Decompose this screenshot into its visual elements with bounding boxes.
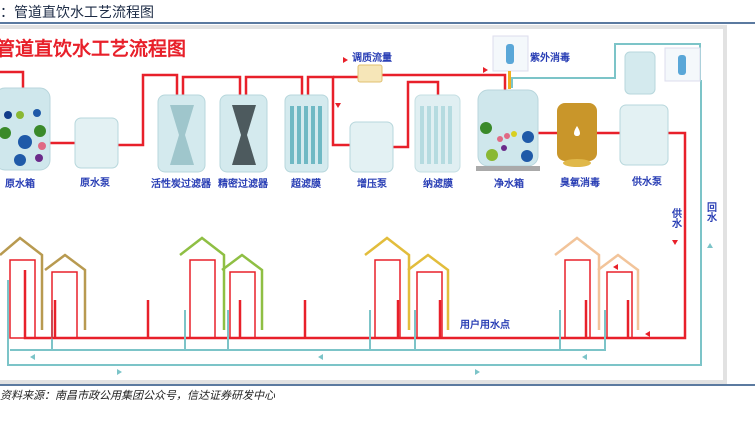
bottom-divider	[0, 384, 755, 386]
flow-meter-icon	[357, 64, 383, 83]
component-labels: 原水箱 原水泵 活性炭过滤器 精密过滤器 超滤膜 增压泵 纳滤膜 净水箱 臭氧消…	[5, 51, 718, 331]
label-raw-water-tank: 原水箱	[5, 177, 35, 190]
flow-arrows	[335, 57, 678, 337]
label-precision-filter: 精密过滤器	[218, 177, 269, 190]
uv-lamp-icon	[492, 35, 701, 89]
label-supply-pump: 供水泵	[631, 175, 663, 188]
diagram-title: 管道直饮水工艺流程图	[0, 37, 186, 60]
label-return: 回水	[705, 202, 718, 223]
label-ozone: 臭氧消毒	[560, 176, 600, 189]
filters	[157, 51, 656, 173]
top-divider	[0, 22, 755, 24]
label-nanofiltration: 纳滤膜	[423, 177, 453, 190]
return-arrows	[30, 243, 713, 375]
raw-water-tank	[0, 87, 51, 171]
label-ultrafiltration: 超滤膜	[290, 177, 321, 190]
label-uv: 紫外消毒	[530, 51, 570, 64]
buildings	[0, 236, 640, 330]
label-clean-water-tank: 净水箱	[494, 177, 524, 190]
building-interiors	[9, 259, 633, 339]
label-carbon-filter: 活性炭过滤器	[151, 177, 212, 190]
label-booster-pump: 增压泵	[357, 177, 388, 190]
supply-pipes	[0, 70, 687, 340]
label-users: 用户用水点	[459, 318, 510, 331]
ozone-disinfection	[557, 103, 597, 167]
clean-water-tank	[476, 89, 540, 171]
pump-icon-group	[74, 104, 669, 173]
label-flow-meter: 调质流量	[352, 51, 392, 64]
label-supply: 供水	[670, 207, 683, 229]
label-raw-water-pump: 原水泵	[80, 176, 111, 189]
source-note: 资料来源：南昌市政公用集团公众号，信达证券研发中心	[0, 389, 275, 402]
return-pipes	[7, 43, 702, 366]
figure-title: ：管道直饮水工艺流程图	[0, 5, 154, 21]
